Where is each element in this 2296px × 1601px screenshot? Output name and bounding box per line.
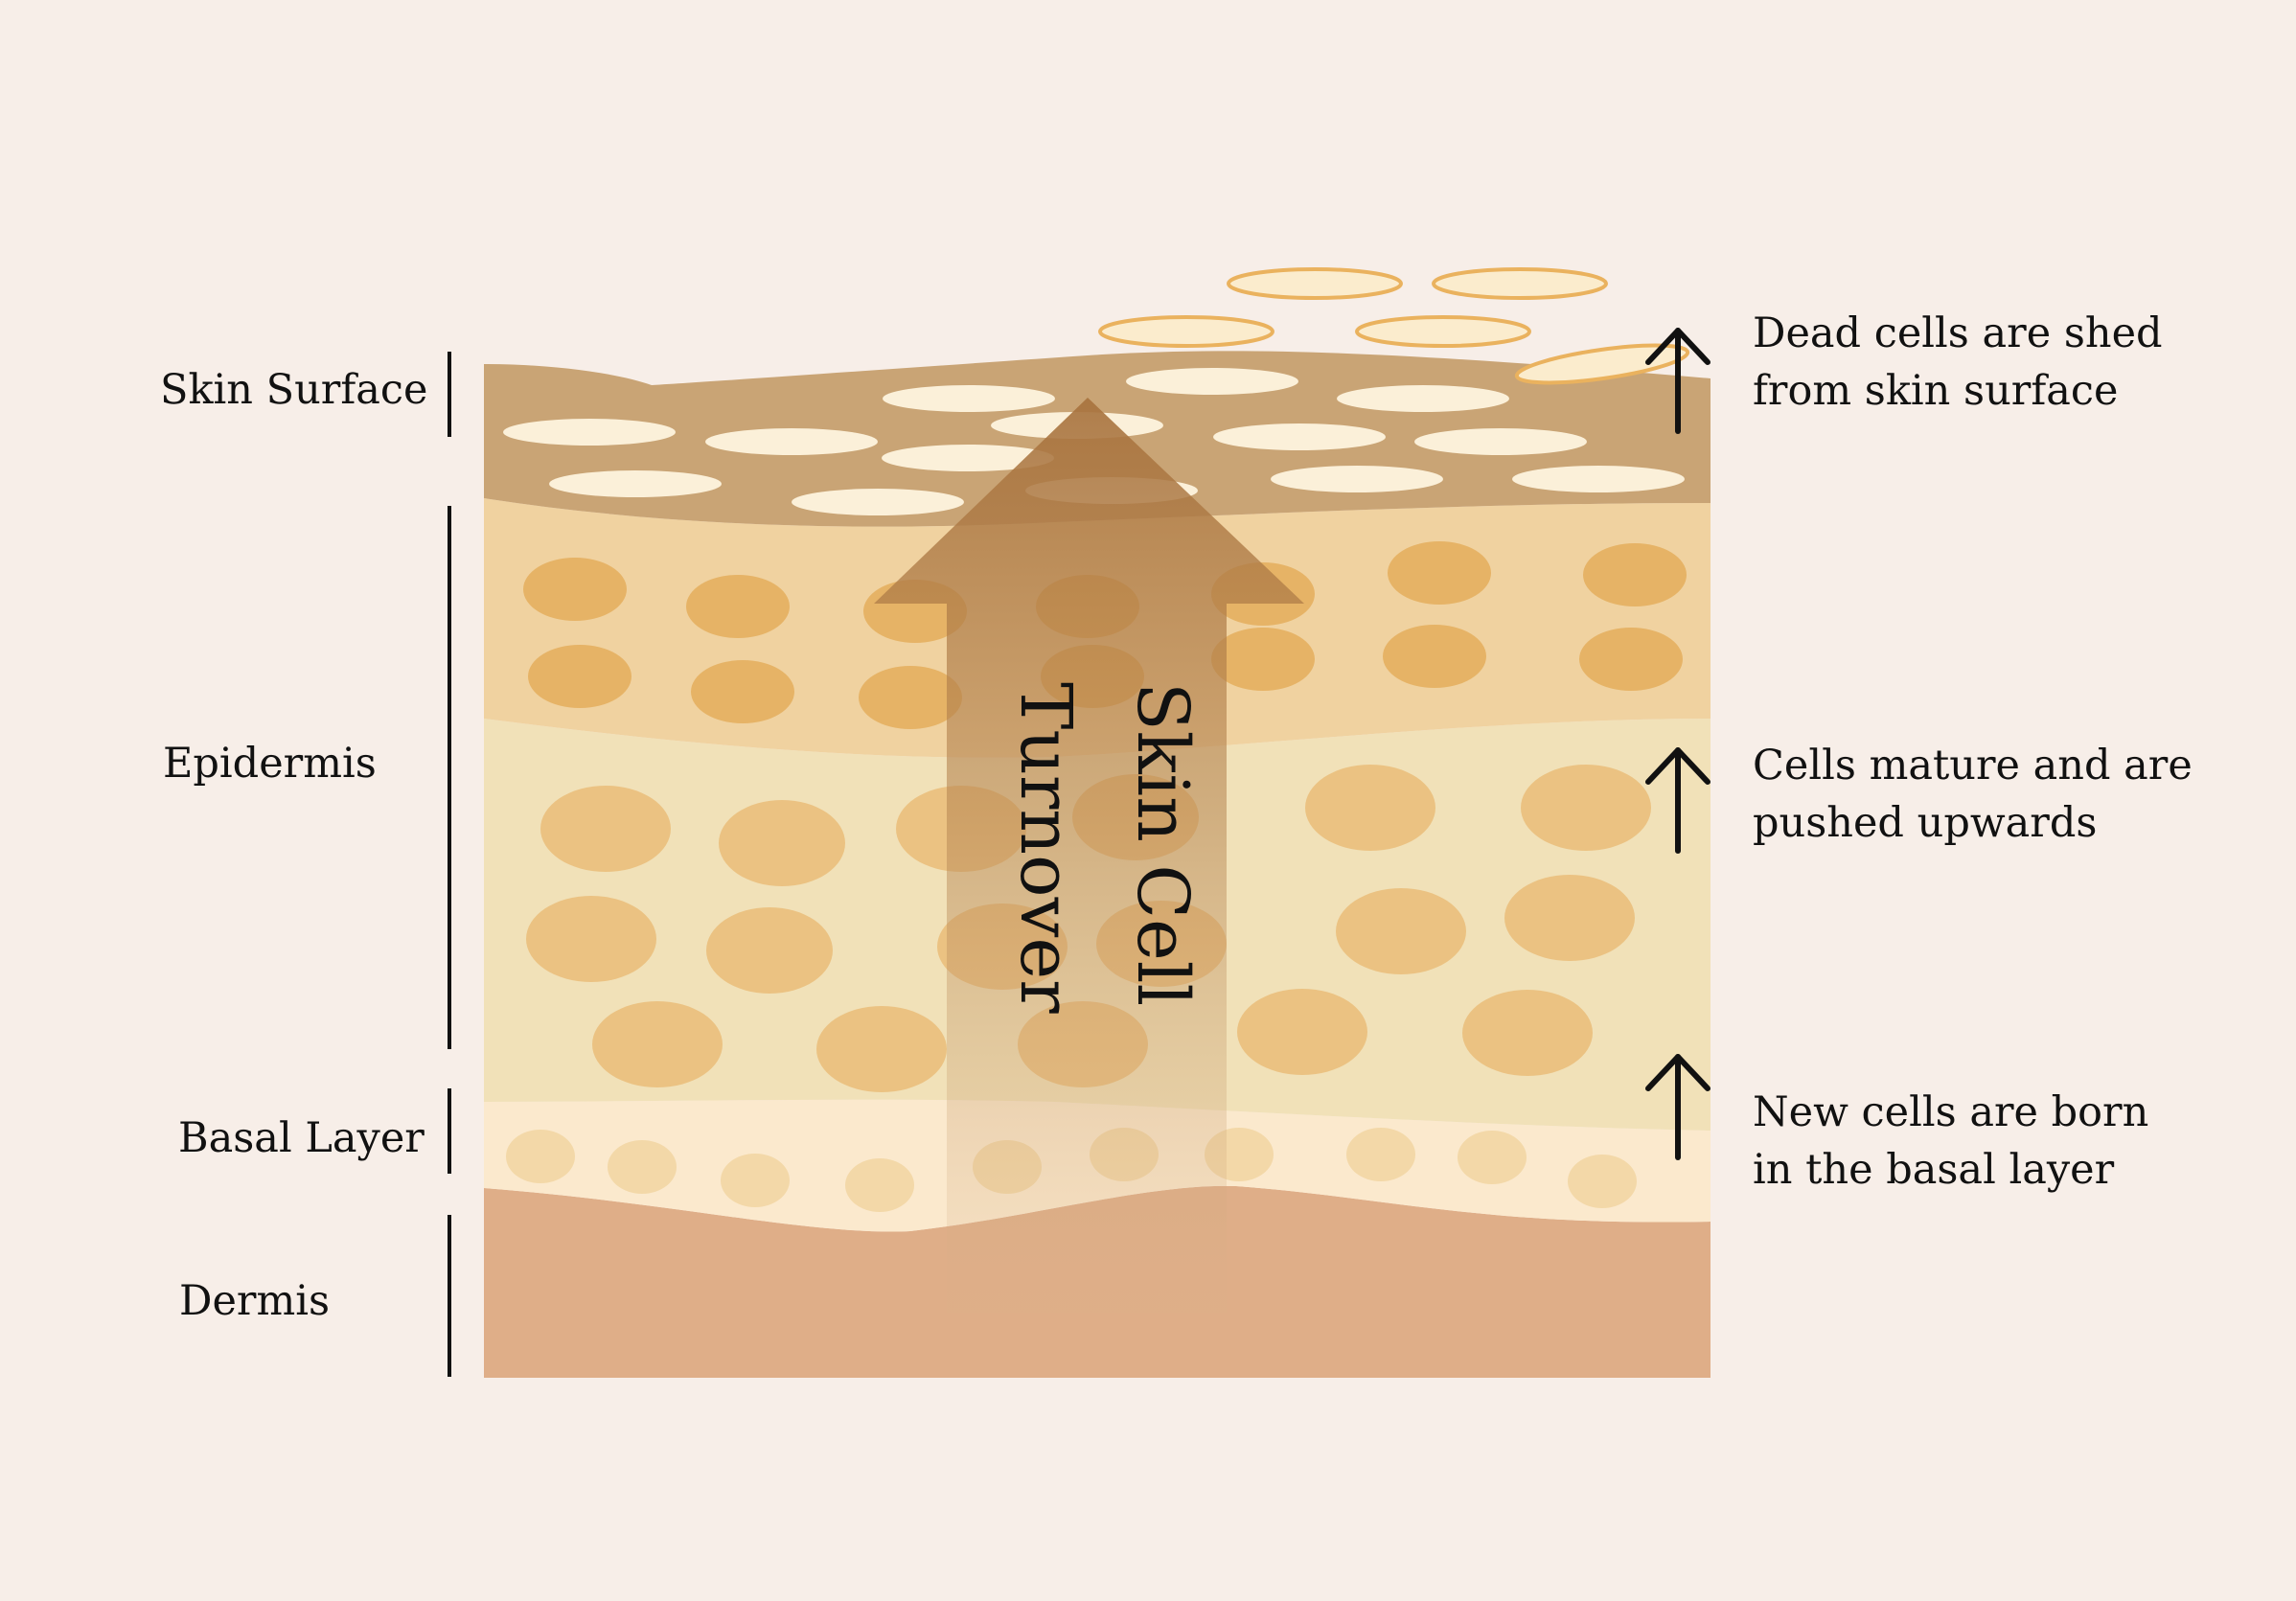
arrow-up-icon (1645, 747, 1711, 854)
note-mature: Cells mature and are pushed upwards (1753, 737, 2193, 852)
note-shed-line-1: Dead cells are shed (1753, 309, 2163, 357)
turnover-arrow (874, 398, 1304, 1313)
note-mature-line-1: Cells mature and are (1753, 742, 2193, 789)
note-shed: Dead cells are shed from skin surface (1753, 305, 2163, 420)
surface-dead-cells (503, 368, 1685, 515)
note-born-line-2: in the basal layer (1753, 1146, 2115, 1194)
label-basal-layer: Basal Layer (178, 1114, 425, 1162)
diagram-title-line-1: Skin Cell (1121, 682, 1204, 1007)
diagram-title-line-2: Turnover (1004, 682, 1087, 1014)
note-mature-line-2: pushed upwards (1753, 799, 2098, 847)
shedding-cells (1098, 267, 1690, 385)
label-epidermis: Epidermis (163, 740, 377, 788)
note-shed-line-2: from skin surface (1753, 367, 2119, 415)
note-born: New cells are born in the basal layer (1753, 1084, 2148, 1199)
label-skin-surface: Skin Surface (160, 366, 428, 414)
arrow-up-icon (1645, 328, 1711, 434)
note-born-line-1: New cells are born (1753, 1088, 2149, 1136)
arrow-up-icon (1645, 1054, 1711, 1160)
label-dermis: Dermis (179, 1277, 331, 1325)
